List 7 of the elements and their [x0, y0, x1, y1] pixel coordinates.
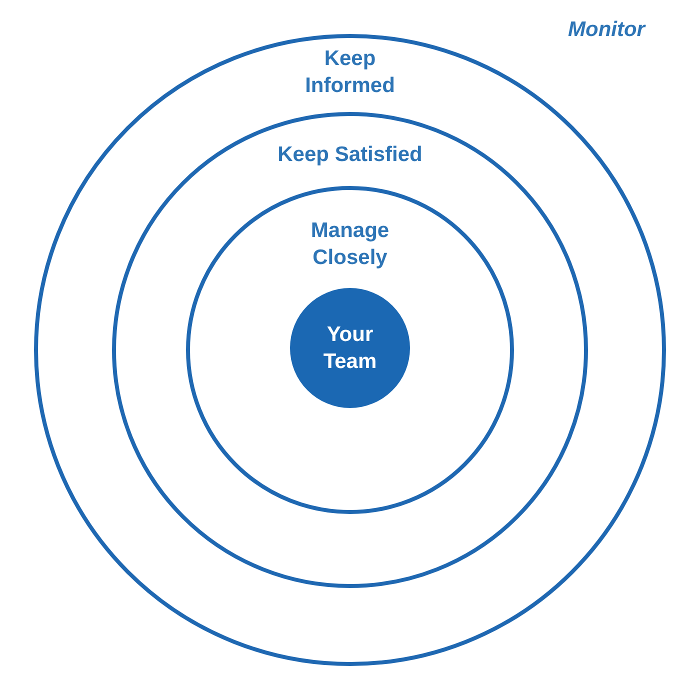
ring-label: Manage Closely — [310, 218, 390, 271]
ring-label: Keep Informed — [305, 46, 395, 99]
ring-label: Keep Satisfied — [278, 142, 422, 168]
zone-label: Monitor — [568, 17, 645, 43]
center-label: Your Team — [323, 322, 377, 375]
middle-ring — [112, 112, 588, 588]
inner-ring — [186, 186, 514, 514]
